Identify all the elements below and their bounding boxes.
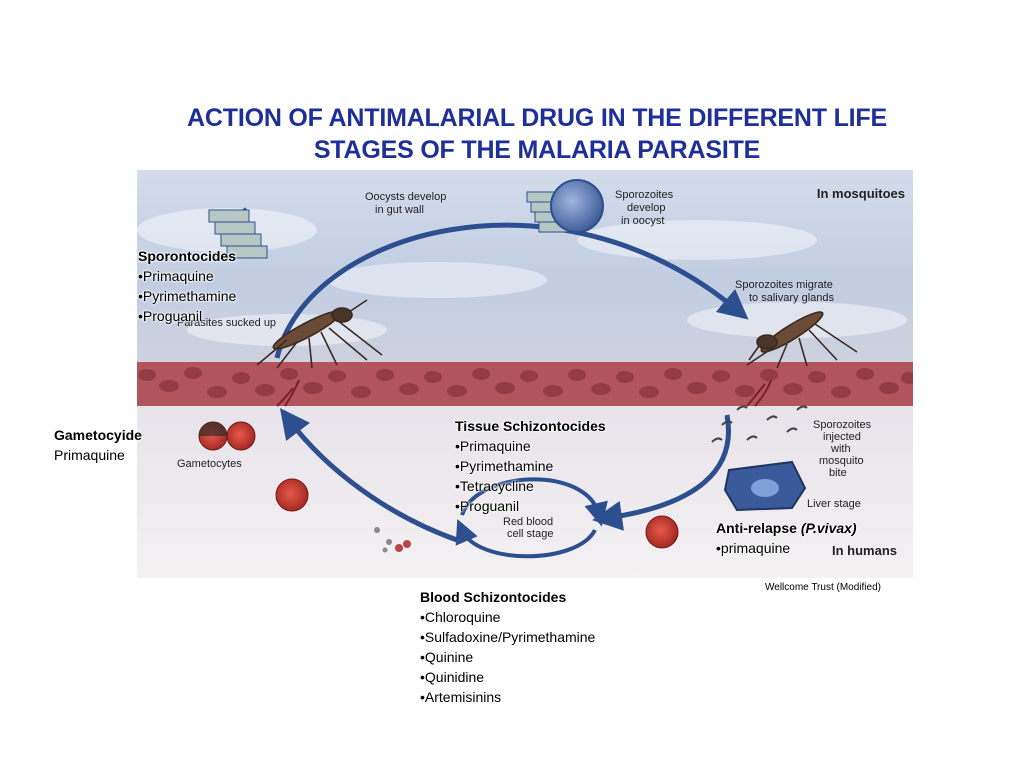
blood-schizontocides-item: •Quinine xyxy=(420,649,474,665)
sporontocides-block: Sporontocides •Primaquine •Pyrimethamine… xyxy=(138,246,236,326)
anti-relapse-heading-italic: (P.vivax) xyxy=(800,520,857,536)
blood-schizontocides-item: •Quinidine xyxy=(420,669,485,685)
image-credit: Wellcome Trust (Modified) xyxy=(765,582,881,593)
sporontocides-item: •Primaquine xyxy=(138,268,214,284)
sporontocides-item: •Pyrimethamine xyxy=(138,288,237,304)
sporozoites-develop-label-2: develop xyxy=(627,202,666,214)
malaria-lifecycle-figure: In mosquitoes In humans Oocysts develop … xyxy=(137,170,913,578)
oocyst-gut-wall xyxy=(208,207,268,259)
blood-schizontocides-item: •Sulfadoxine/Pyrimethamine xyxy=(420,629,596,645)
tissue-schizontocides-block: Tissue Schizontocides •Primaquine •Pyrim… xyxy=(455,416,606,516)
anti-relapse-block: Anti-relapse (P.vivax) •primaquine xyxy=(716,518,857,558)
merozoite-debris xyxy=(374,527,411,553)
gametocyde-block: Gametocyide Primaquine xyxy=(54,425,142,465)
gametocyte-cells xyxy=(198,421,309,512)
rbc-cycle-arrow-bottom xyxy=(455,518,597,559)
anti-relapse-item: •primaquine xyxy=(716,540,791,556)
sporozoites-develop-label-1: Sporozoites xyxy=(615,189,674,201)
tissue-schizontocides-item: •Proguanil xyxy=(455,498,520,514)
blood-schizontocides-block: Blood Schizontocides •Chloroquine •Sulfa… xyxy=(420,587,595,707)
parasites-sucked-up-label: Parasites sucked up xyxy=(177,317,276,329)
sporontocides-item: •Proguanil xyxy=(138,308,203,324)
sporozoites-injected-label-5: bite xyxy=(829,467,847,479)
oocysts-label-1: Oocysts develop xyxy=(365,191,446,203)
in-humans-label: In humans xyxy=(832,543,897,558)
blood-to-gametocyte-arrow xyxy=(279,408,458,543)
lifecycle-illustration: In mosquitoes In humans Oocysts develop … xyxy=(137,170,913,578)
sporozoites-migrate-label-1: Sporozoites migrate xyxy=(735,279,833,291)
tissue-cells xyxy=(138,367,913,398)
sporozoites-injected-label-2: injected xyxy=(823,431,861,443)
tissue-schizontocides-item: •Tetracycline xyxy=(455,478,534,494)
red-blood-label-1: Red blood xyxy=(503,516,553,528)
blood-schizontocides-item: •Chloroquine xyxy=(420,609,501,625)
anti-relapse-heading-text: Anti-relapse xyxy=(716,520,801,536)
mosquito-left-icon xyxy=(256,299,383,369)
in-mosquitoes-label: In mosquitoes xyxy=(817,186,905,201)
tissue-band xyxy=(137,362,913,406)
sporozoites-injected xyxy=(711,405,808,443)
tissue-schizontocides-item: •Primaquine xyxy=(455,438,531,454)
red-blood-label-2: cell stage xyxy=(507,528,553,540)
gametocytes-label: Gametocytes xyxy=(177,458,242,470)
sporontocides-heading: Sporontocides xyxy=(138,248,237,264)
gametocyde-item: Primaquine xyxy=(54,447,125,463)
liver-cell xyxy=(723,460,807,512)
tissue-schizontocides-item: •Pyrimethamine xyxy=(455,458,554,474)
blood-schizontocides-heading: Blood Schizontocides xyxy=(420,589,567,605)
sporozoites-migrate-label-2: to salivary glands xyxy=(749,292,834,304)
anti-relapse-heading: Anti-relapse (P.vivax) xyxy=(716,518,857,538)
title-line-2: STAGES OF THE MALARIA PARASITE xyxy=(313,136,761,164)
oocyst-with-sporozoites xyxy=(526,179,604,233)
title-line-1: ACTION OF ANTIMALARIAL DRUG IN THE DIFFE… xyxy=(187,104,887,132)
figure-labels: In mosquitoes In humans Oocysts develop … xyxy=(177,186,905,558)
red-blood-cell xyxy=(645,515,679,549)
liver-to-blood-arrow xyxy=(592,414,731,531)
blood-schizontocides-item: •Artemisinins xyxy=(420,689,502,705)
gametocyde-heading: Gametocyide xyxy=(54,427,142,443)
rbc-cycle-arrow-top xyxy=(460,477,608,527)
slide-title: ACTION OF ANTIMALARIAL DRUG IN THE DIFFE… xyxy=(120,102,954,166)
mosquito-cycle-arrow xyxy=(274,222,749,359)
sporozoites-injected-label-1: Sporozoites xyxy=(813,419,872,431)
sporozoites-develop-label-3: in oocyst xyxy=(621,215,664,227)
mosquito-right-icon xyxy=(746,311,858,369)
liver-stage-label: Liver stage xyxy=(807,498,861,510)
sporozoites-injected-label-3: with xyxy=(830,443,851,455)
tissue-schizontocides-heading: Tissue Schizontocides xyxy=(455,418,606,434)
oocysts-label-2: in gut wall xyxy=(375,204,424,216)
sporozoites-injected-label-4: mosquito xyxy=(819,455,864,467)
